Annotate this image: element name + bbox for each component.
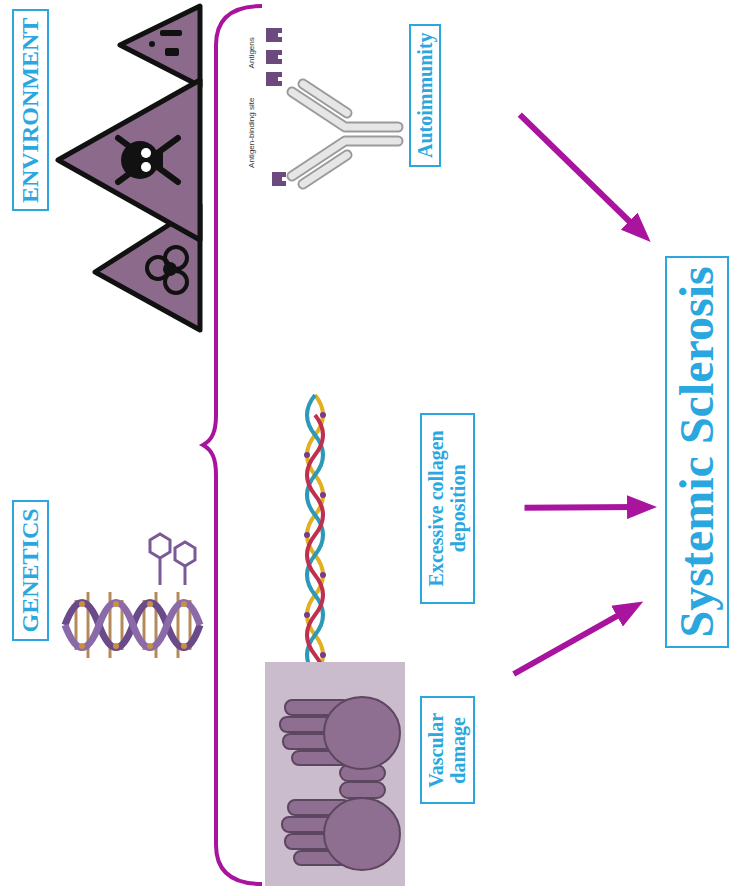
corrosive-symbol-part <box>165 48 179 56</box>
text-frame: Antigens <box>248 35 257 69</box>
dna-helix-part-part <box>150 534 170 558</box>
antibody-figure-part-part <box>303 155 347 184</box>
dna-helix-part-part <box>113 601 119 607</box>
antibody-figure-part <box>266 28 286 186</box>
corrosive-symbol-part <box>149 41 155 47</box>
biohazard-symbol <box>147 247 187 293</box>
collagen-helix-part-part <box>320 412 326 418</box>
text-frame: Autoimmunity <box>414 32 436 159</box>
collagen-helix-part-part <box>304 532 310 538</box>
antibody-figure-part-part <box>266 50 282 64</box>
hands-photo <box>265 662 405 886</box>
skull-symbol-part <box>118 138 178 182</box>
hazard-triangles <box>58 6 200 330</box>
antibody-figure-part-part <box>303 155 347 184</box>
antibody-figure-part <box>292 84 398 184</box>
skull-symbol <box>118 138 178 182</box>
hands-photo-part-part <box>324 798 400 870</box>
hands-photo-part <box>280 697 400 870</box>
skull-symbol-part <box>150 151 163 169</box>
factor-box: ENVIRONMENT <box>12 9 49 211</box>
dna-helix <box>65 534 200 658</box>
mechanism-box: Vascular damage <box>420 696 475 804</box>
antibody-figure-part-part <box>266 28 282 42</box>
mechanism-box: Autoimmunity <box>409 24 441 167</box>
text-frame: Systemic Sclerosis <box>670 266 724 638</box>
collagen-helix-part <box>304 412 326 658</box>
figure-label-frame: Antigen-binding site <box>248 96 257 169</box>
antibody-figure-part-part <box>266 72 282 86</box>
antibody-figure-part-part <box>303 84 347 113</box>
outcome-box: Systemic Sclerosis <box>665 256 729 648</box>
dna-helix-part-part <box>181 643 187 649</box>
dna-helix-part-part <box>79 601 85 607</box>
hands-photo-part-part <box>324 697 400 769</box>
causal-arrow <box>524 504 639 511</box>
node-label: GENETICS <box>17 507 44 632</box>
figure-label: Antigen-binding site <box>248 95 257 168</box>
text-frame: Vascular damage <box>425 704 470 796</box>
dna-helix-part <box>150 534 195 585</box>
hazard-triangle <box>120 6 200 86</box>
hazard-triangle <box>58 80 200 240</box>
skull-symbol-part <box>118 138 178 182</box>
biohazard-symbol-part <box>165 264 175 274</box>
dna-helix-part-part <box>147 601 153 607</box>
node-label: Autoimmunity <box>414 32 436 159</box>
curly-brace <box>203 6 262 884</box>
causal-arrow <box>520 115 638 230</box>
factor-box: GENETICS <box>12 500 49 641</box>
antibody-figure <box>266 28 398 186</box>
mechanism-box: Excessive collagen deposition <box>420 413 475 604</box>
collagen-helix-part-part <box>304 612 310 618</box>
text-frame: ENVIRONMENT <box>17 17 44 203</box>
dna-helix-part-part <box>79 643 85 649</box>
dna-helix-part-part <box>175 542 195 566</box>
collagen-helix-part-part <box>320 572 326 578</box>
collagen-helix-part <box>307 395 323 695</box>
corrosive-symbol <box>149 30 182 56</box>
corrosive-symbol-part <box>160 30 182 36</box>
antibody-figure-part-part <box>303 84 347 113</box>
node-label: Vascular damage <box>425 704 470 796</box>
causal-arrow <box>514 610 628 674</box>
text-frame: GENETICS <box>17 507 44 632</box>
dna-helix-part <box>65 603 200 648</box>
collagen-helix-part <box>307 415 323 695</box>
text-frame: Excessive collagen deposition <box>425 420 470 595</box>
collagen-helix-part <box>307 395 323 695</box>
collagen-helix <box>304 395 326 695</box>
dna-helix-part-part <box>147 643 153 649</box>
dna-helix-part-part <box>184 566 187 585</box>
figure-label-frame: Antigens <box>248 35 257 69</box>
antibody-figure-part-part <box>272 172 286 186</box>
dna-helix-part-part <box>113 643 119 649</box>
node-label: Systemic Sclerosis <box>670 266 724 638</box>
node-label: Excessive collagen deposition <box>425 420 470 595</box>
node-label: ENVIRONMENT <box>17 17 44 203</box>
figure-label: Antigens <box>248 35 257 69</box>
hands-photo-part <box>265 662 405 886</box>
collagen-helix-part-part <box>304 452 310 458</box>
dna-helix-part <box>65 603 200 648</box>
collagen-helix-part-part <box>320 492 326 498</box>
skull-symbol-part <box>141 148 151 158</box>
skull-symbol-part <box>141 162 151 172</box>
dna-helix-part <box>79 601 187 649</box>
hands-photo-part-part <box>340 782 385 798</box>
collagen-helix-part-part <box>320 652 326 658</box>
antibody-figure-part <box>292 84 398 184</box>
text-frame: Antigen-binding site <box>248 95 257 168</box>
dna-helix-part-part <box>181 601 187 607</box>
dna-helix-part-part <box>159 558 162 585</box>
